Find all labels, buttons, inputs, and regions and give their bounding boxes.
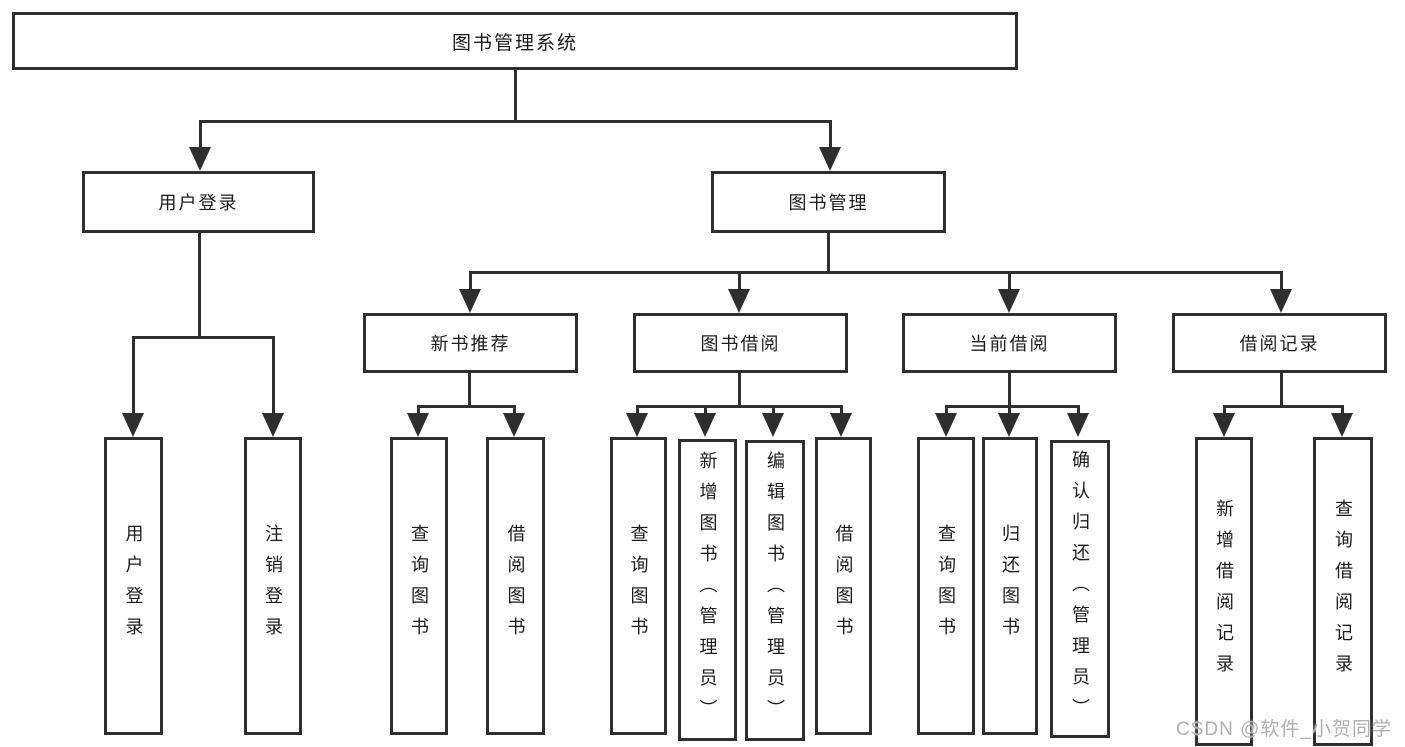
connector-line <box>513 405 516 415</box>
node-label: 归还图书 <box>1000 524 1020 648</box>
arrow-down-icon <box>694 413 716 437</box>
node-label: 编辑图书（管理员） <box>765 451 785 730</box>
node-label: 查询借阅记录 <box>1333 498 1353 685</box>
arrow-down-icon <box>122 413 144 437</box>
connector-line <box>738 373 741 405</box>
leaf-current-return-books: 归还图书 <box>982 437 1038 735</box>
connector-line <box>132 336 275 339</box>
node-label: 当前借阅 <box>969 334 1050 354</box>
connector-line <box>738 271 741 293</box>
leaf-borrowing-edit-books-admin: 编辑图书（管理员） <box>745 440 805 741</box>
connector-line <box>945 405 948 415</box>
node-book-borrowing: 图书借阅 <box>633 313 848 373</box>
connector-line <box>469 271 1283 274</box>
arrow-down-icon <box>830 413 852 437</box>
connector-line <box>772 405 775 415</box>
csdn-watermark: CSDN @软件_小贺同学 <box>1176 719 1392 740</box>
node-label: 用户登录 <box>158 193 239 213</box>
connector-line <box>469 271 472 293</box>
arrow-down-icon <box>1067 413 1089 437</box>
leaf-user-login: 用户登录 <box>104 437 163 735</box>
connector-line <box>417 405 516 408</box>
arrow-down-icon <box>262 413 284 437</box>
leaf-current-confirm-return-admin: 确认归还（管理员） <box>1050 440 1110 738</box>
connector-line <box>636 405 843 408</box>
arrow-down-icon <box>1270 289 1292 313</box>
leaf-current-query-books: 查询图书 <box>917 437 975 735</box>
connector-line <box>1008 271 1011 293</box>
leaf-borrowing-borrow-books: 借阅图书 <box>815 437 872 735</box>
leaf-borrowing-add-books-admin: 新增图书（管理员） <box>678 439 737 741</box>
node-label: 查询图书 <box>628 524 649 648</box>
connector-line <box>1077 405 1080 415</box>
connector-line <box>1008 405 1011 415</box>
connector-line <box>1008 373 1011 405</box>
arrow-down-icon <box>407 413 429 437</box>
connector-line <box>827 233 830 271</box>
arrow-down-icon <box>626 413 648 437</box>
connector-line <box>199 120 202 150</box>
node-book-management: 图书管理 <box>711 171 946 233</box>
node-new-book-recommendation: 新书推荐 <box>363 313 578 373</box>
arrow-down-icon <box>998 413 1020 437</box>
node-label: 用户登录 <box>123 524 144 648</box>
connector-line <box>514 70 517 122</box>
node-current-borrowing: 当前借阅 <box>902 313 1117 373</box>
arrow-down-icon <box>1213 413 1235 437</box>
node-label: 查询图书 <box>936 524 956 648</box>
leaf-records-add-borrow-record: 新增借阅记录 <box>1195 437 1253 746</box>
node-label: 新书推荐 <box>430 334 511 354</box>
connector-line <box>1280 271 1283 293</box>
node-user-login: 用户登录 <box>82 171 315 233</box>
leaf-recommend-query-books: 查询图书 <box>390 437 448 735</box>
node-label: 图书借阅 <box>700 334 781 354</box>
leaf-records-query-borrow-record: 查询借阅记录 <box>1313 437 1373 746</box>
node-label: 注销登录 <box>263 524 283 648</box>
node-label: 图书管理 <box>788 193 869 213</box>
connector-line <box>199 120 832 123</box>
node-label: 新增图书（管理员） <box>697 450 718 730</box>
node-label: 查询图书 <box>409 524 429 648</box>
leaf-borrowing-query-books: 查询图书 <box>610 437 667 735</box>
connector-line <box>840 405 843 415</box>
arrow-down-icon <box>1331 413 1353 437</box>
arrow-down-icon <box>503 413 525 437</box>
connector-line <box>1341 405 1344 415</box>
connector-line <box>636 405 639 415</box>
connector-line <box>1280 373 1283 405</box>
node-library-management-system: 图书管理系统 <box>12 12 1018 70</box>
arrow-down-icon <box>762 413 784 437</box>
node-label: 图书管理系统 <box>451 32 578 54</box>
connector-line <box>829 120 832 150</box>
leaf-logout: 注销登录 <box>244 437 302 735</box>
connector-line <box>198 233 201 336</box>
node-label: 确认归还（管理员） <box>1070 449 1090 729</box>
leaf-recommend-borrow-books: 借阅图书 <box>486 437 545 735</box>
node-borrowing-records: 借阅记录 <box>1172 313 1387 373</box>
connector-line <box>417 405 420 415</box>
connector-line <box>132 336 135 415</box>
connector-line <box>945 405 1080 408</box>
node-label: 借阅图书 <box>833 524 854 648</box>
node-label: 借阅图书 <box>505 524 526 648</box>
node-label: 新增借阅记录 <box>1214 498 1234 685</box>
connector-line <box>272 336 275 415</box>
arrow-down-icon <box>819 147 841 171</box>
arrow-down-icon <box>459 289 481 313</box>
arrow-down-icon <box>728 289 750 313</box>
connector-line <box>468 373 471 405</box>
connector-line <box>1223 405 1226 415</box>
connector-line <box>1223 405 1344 408</box>
arrow-down-icon <box>998 289 1020 313</box>
node-label: 借阅记录 <box>1239 334 1320 354</box>
connector-line <box>704 405 707 415</box>
arrow-down-icon <box>935 413 957 437</box>
arrow-down-icon <box>189 147 211 171</box>
